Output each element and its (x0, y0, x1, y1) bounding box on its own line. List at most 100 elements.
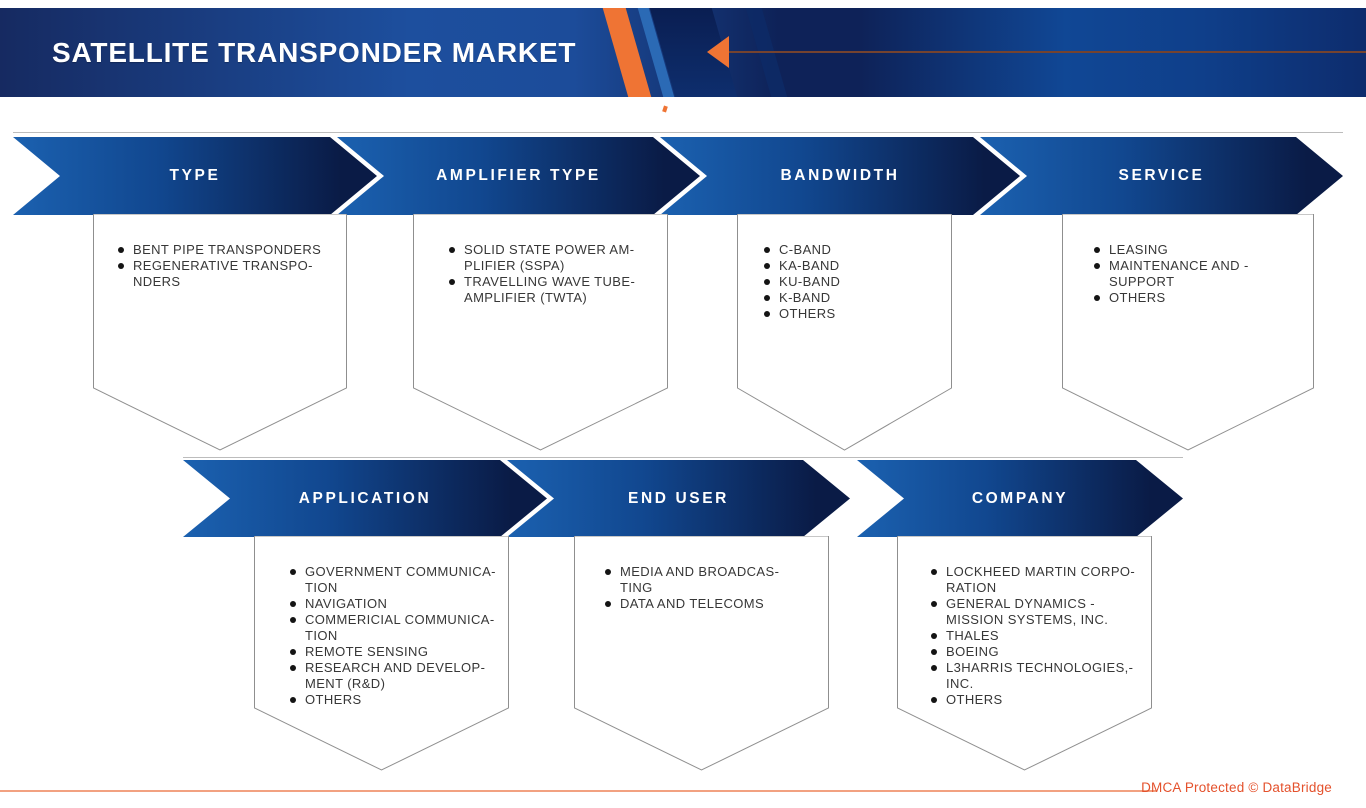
bullet-icon (290, 617, 296, 623)
title-banner: SATELLITE TRANSPONDER MARKET (0, 8, 1366, 97)
list-item: K-BAND (764, 290, 944, 306)
segment-label: BANDWIDTH (780, 167, 900, 184)
list-item-text: GOVERNMENT COMMUNICA- TION (305, 564, 496, 595)
bullet-icon (1094, 263, 1100, 269)
list-item: THALES (931, 628, 1145, 644)
row-rule-top (13, 132, 1343, 133)
list-item-text: OTHERS (305, 692, 362, 707)
list-item: LEASING (1094, 242, 1306, 258)
list-item-text: TRAVELLING WAVE TUBE- AMPLIFIER (TWTA) (464, 274, 636, 305)
bullet-icon (118, 263, 124, 269)
bullet-icon (449, 247, 455, 253)
segment-banner-end-user: END USER (507, 460, 850, 537)
list-item: OTHERS (1094, 290, 1306, 306)
bullet-icon (1094, 247, 1100, 253)
list-item: C-BAND (764, 242, 944, 258)
list-item-text: OTHERS (779, 306, 836, 321)
list-item-text: MEDIA AND BROADCAS- TING (620, 564, 780, 595)
list-item-text: LEASING (1109, 242, 1169, 257)
segment-label: AMPLIFIER TYPE (436, 167, 601, 184)
bullet-icon (764, 263, 770, 269)
list-item-text: C-BAND (779, 242, 832, 257)
list-item: LOCKHEED MARTIN CORPO- RATION (931, 564, 1145, 596)
left-arrow-icon (707, 36, 729, 68)
pentagon-outline (1062, 214, 1314, 451)
list-item: REGENERATIVE TRANSPO- NDERS (118, 258, 340, 290)
list-item: MAINTENANCE AND - SUPPORT (1094, 258, 1306, 290)
row-rule-bottom (183, 457, 1183, 458)
list-item: KU-BAND (764, 274, 944, 290)
list-item: DATA AND TELECOMS (605, 596, 819, 612)
pentagon-outline (413, 214, 668, 451)
segment-label: TYPE (169, 167, 221, 184)
list-item: TRAVELLING WAVE TUBE- AMPLIFIER (TWTA) (449, 274, 661, 306)
bullet-icon (931, 649, 937, 655)
list-item-text: LOCKHEED MARTIN CORPO- RATION (946, 564, 1136, 595)
pentagon-outline (737, 214, 952, 451)
list-item: SOLID STATE POWER AM- PLIFIER (SSPA) (449, 242, 661, 274)
bullet-icon (449, 279, 455, 285)
pentagon-outline (897, 536, 1152, 771)
list-item-text: COMMERICIAL COMMUNICA- TION (305, 612, 495, 643)
bullet-icon (605, 601, 611, 607)
segment-banner-application: APPLICATION (183, 460, 547, 537)
list-item: RESEARCH AND DEVELOP- MENT (R&D) (290, 660, 502, 692)
list-item: COMMERICIAL COMMUNICA- TION (290, 612, 502, 644)
bullet-icon (1094, 295, 1100, 301)
pentagon-outline (93, 214, 347, 451)
list-item: BENT PIPE TRANSPONDERS (118, 242, 340, 258)
bullet-icon (931, 697, 937, 703)
segment-banner-company: COMPANY (857, 460, 1183, 537)
bullet-icon (931, 601, 937, 607)
amplifier-type-list: SOLID STATE POWER AM- PLIFIER (SSPA)TRAV… (449, 242, 661, 306)
segment-label: END USER (628, 489, 729, 507)
list-item: MEDIA AND BROADCAS- TING (605, 564, 819, 596)
list-item-text: OTHERS (946, 692, 1003, 707)
bullet-icon (290, 649, 296, 655)
list-item-text: KA-BAND (779, 258, 840, 273)
bullet-icon (118, 247, 124, 253)
pentagon-outline (574, 536, 829, 771)
list-item: GOVERNMENT COMMUNICA- TION (290, 564, 502, 596)
segment-label: SERVICE (1118, 167, 1205, 184)
list-item-text: DATA AND TELECOMS (620, 596, 765, 611)
list-item-text: REMOTE SENSING (305, 644, 429, 659)
bullet-icon (605, 569, 611, 575)
segment-banner-amplifier-type: AMPLIFIER TYPE (337, 137, 700, 215)
bullet-icon (764, 247, 770, 253)
bullet-icon (931, 633, 937, 639)
list-item: L3HARRIS TECHNOLOGIES,- INC. (931, 660, 1145, 692)
segment-banner-type: TYPE (13, 137, 377, 215)
bullet-icon (290, 697, 296, 703)
list-item: OTHERS (290, 692, 502, 708)
list-item: KA-BAND (764, 258, 944, 274)
bullet-icon (764, 295, 770, 301)
list-item: GENERAL DYNAMICS - MISSION SYSTEMS, INC. (931, 596, 1145, 628)
footer-rule (0, 790, 1156, 792)
list-item-text: BENT PIPE TRANSPONDERS (133, 242, 322, 257)
decorative-speck (662, 105, 668, 113)
bullet-icon (290, 601, 296, 607)
segment-banner-bandwidth: BANDWIDTH (660, 137, 1020, 215)
list-item-text: GENERAL DYNAMICS - MISSION SYSTEMS, INC. (946, 596, 1109, 627)
list-item: BOEING (931, 644, 1145, 660)
list-item: OTHERS (931, 692, 1145, 708)
list-item: OTHERS (764, 306, 944, 322)
list-item-text: KU-BAND (779, 274, 841, 289)
page-title: SATELLITE TRANSPONDER MARKET (52, 36, 577, 68)
bullet-icon (764, 279, 770, 285)
dmca-link[interactable]: DMCA Protected © DataBridge (1141, 780, 1332, 795)
bullet-icon (764, 311, 770, 317)
